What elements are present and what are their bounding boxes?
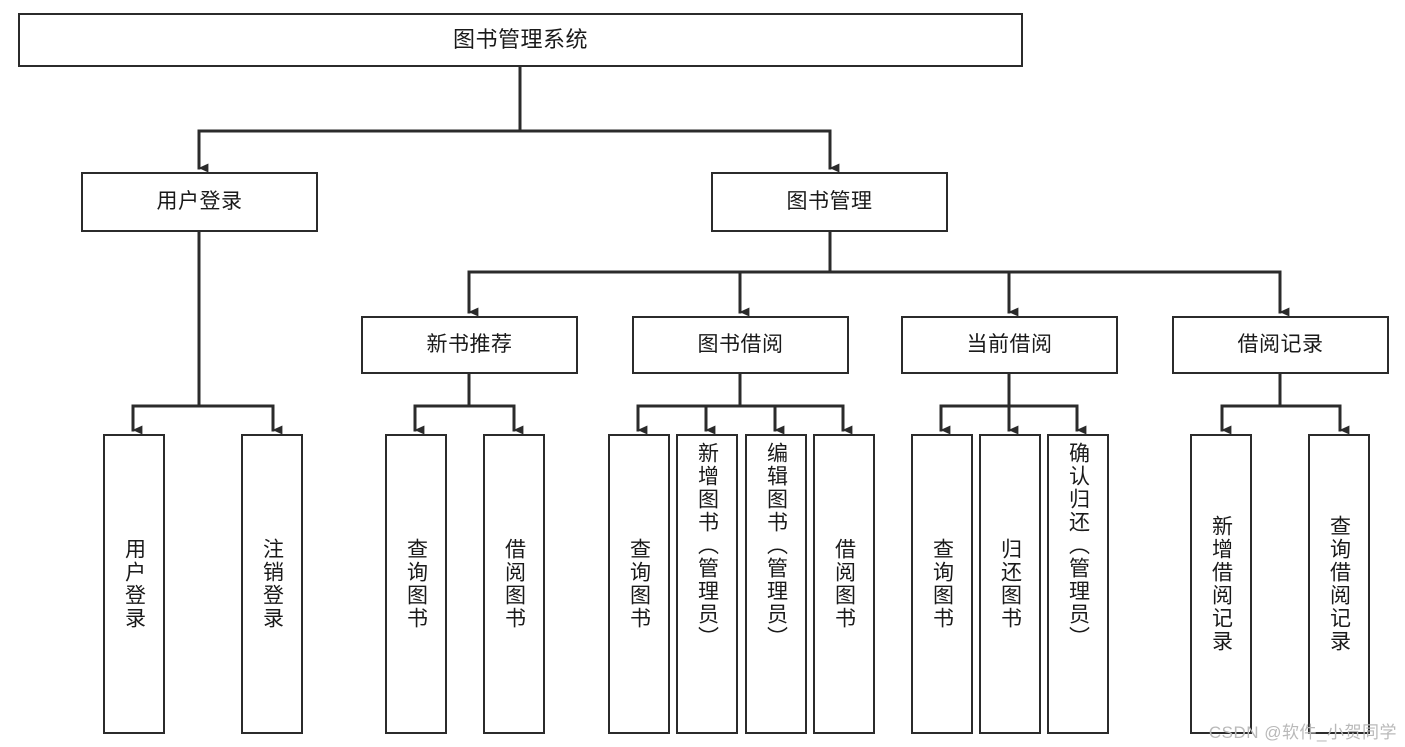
- csdn-watermark: CSDN @软件_小贺同学: [1208, 723, 1397, 742]
- node-label: 注销登录: [260, 538, 284, 630]
- node-label: 借阅图书: [832, 538, 856, 630]
- node-leaf-logout[interactable]: 注销登录: [241, 434, 303, 734]
- node-current-borrow[interactable]: 当前借阅: [901, 316, 1118, 374]
- node-leaf-query-book-recommend[interactable]: 查询图书: [385, 434, 447, 734]
- node-leaf-edit-book-admin[interactable]: 编辑图书（管理员）: [745, 434, 807, 734]
- node-label: 新书推荐: [426, 332, 513, 356]
- node-label: 图书管理: [786, 189, 873, 213]
- node-label: 图书借阅: [697, 332, 784, 356]
- node-root-book-management-system[interactable]: 图书管理系统: [18, 13, 1023, 67]
- node-leaf-add-borrow-record[interactable]: 新增借阅记录: [1190, 434, 1252, 734]
- node-leaf-return-book[interactable]: 归还图书: [979, 434, 1041, 734]
- node-label: 查询图书: [627, 538, 651, 630]
- node-label: 查询借阅记录: [1327, 515, 1351, 653]
- node-label: 查询图书: [930, 538, 954, 630]
- node-leaf-borrow-book[interactable]: 借阅图书: [813, 434, 875, 734]
- node-book-borrow[interactable]: 图书借阅: [632, 316, 849, 374]
- node-label: 当前借阅: [966, 332, 1053, 356]
- node-leaf-add-book-admin[interactable]: 新增图书（管理员）: [676, 434, 738, 734]
- node-leaf-borrow-book-recommend[interactable]: 借阅图书: [483, 434, 545, 734]
- node-label: 用户登录: [156, 189, 243, 213]
- node-label: 归还图书: [998, 538, 1022, 630]
- node-borrow-record[interactable]: 借阅记录: [1172, 316, 1389, 374]
- node-leaf-confirm-return-admin[interactable]: 确认归还（管理员）: [1047, 434, 1109, 734]
- node-label: 用户登录: [122, 538, 146, 630]
- node-leaf-query-book-borrow[interactable]: 查询图书: [608, 434, 670, 734]
- node-label: 新增图书（管理员）: [695, 442, 719, 649]
- node-leaf-query-borrow-record[interactable]: 查询借阅记录: [1308, 434, 1370, 734]
- node-label: 查询图书: [404, 538, 428, 630]
- node-leaf-user-login[interactable]: 用户登录: [103, 434, 165, 734]
- node-label: 借阅图书: [502, 538, 526, 630]
- node-book-management[interactable]: 图书管理: [711, 172, 948, 232]
- node-new-book-recommendation[interactable]: 新书推荐: [361, 316, 578, 374]
- node-user-login[interactable]: 用户登录: [81, 172, 318, 232]
- node-label: 新增借阅记录: [1209, 515, 1233, 653]
- node-label: 编辑图书（管理员）: [764, 442, 788, 649]
- node-label: 确认归还（管理员）: [1066, 442, 1090, 649]
- node-leaf-query-book-current[interactable]: 查询图书: [911, 434, 973, 734]
- node-label: 借阅记录: [1237, 332, 1324, 356]
- node-label: 图书管理系统: [452, 27, 588, 53]
